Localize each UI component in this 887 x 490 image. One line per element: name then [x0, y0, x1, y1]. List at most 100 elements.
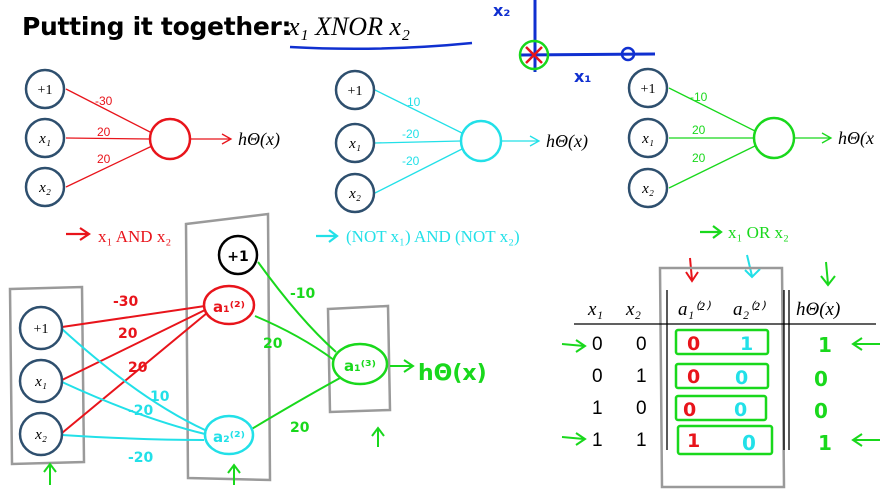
combined-x1-label: x₁: [34, 374, 47, 390]
or-output-node: [752, 116, 796, 160]
and-x1-node: [24, 117, 66, 159]
combined-network: +1 x₁ x₂ +1 a₁⁽²⁾ a₂⁽²⁾ a₁⁽³⁾ hΘ(x) -30 …: [8, 212, 487, 485]
combined-x1-node: [18, 358, 64, 404]
sketch-x-label: x₁: [574, 67, 591, 86]
nor-bias-node: [334, 69, 376, 111]
network-and: +1 x₁ x₂ -30 20 20 hΘ(x) x₁ AND x₂: [24, 68, 280, 246]
output-a3-label: a₁⁽³⁾: [344, 357, 376, 375]
table-row-3-x1: 1: [592, 398, 603, 419]
and-x2-label: x₂: [38, 180, 51, 196]
nor-output-label: hΘ(x): [546, 131, 588, 152]
table-row-2-h: 0: [814, 367, 828, 391]
table-row-4-h: 1: [818, 431, 832, 455]
table-row-4-x2: 1: [636, 430, 647, 451]
combined-x2-node: [18, 411, 64, 457]
table-row-3-a2: 0: [734, 399, 747, 421]
table-row-4-x1: 1: [592, 430, 603, 451]
and-x2-node: [24, 166, 66, 208]
or-weight-x1: 20: [692, 123, 706, 137]
and-output-label: hΘ(x): [238, 129, 280, 150]
combined-w-x2-a1: 20: [128, 360, 148, 376]
or-weight-x2: 20: [692, 151, 706, 165]
or-caption: x₁ OR x₂: [728, 223, 789, 242]
combined-output-label: hΘ(x): [418, 361, 487, 386]
combined-x2-label: x₂: [34, 427, 47, 443]
combined-w-x1-a2: -20: [128, 403, 154, 419]
nor-output-node: [459, 119, 503, 163]
table-row-2-x1: 0: [592, 366, 603, 387]
hidden-a2-label: a₂⁽²⁾: [213, 428, 245, 446]
and-output-node: [148, 117, 192, 161]
table-row-2-a2: 0: [735, 367, 748, 389]
combined-w-a1-out: 20: [263, 336, 283, 352]
nor-x1-node: [334, 122, 376, 164]
network-nor: +1 x₁ x₂ 10 -20 -20 hΘ(x) (NOT x₁) AND (…: [316, 69, 588, 246]
network-or: +1 x₁ x₂ -10 20 20 hΘ(x x₁ OR x₂: [627, 67, 874, 242]
and-x1-label: x₁: [38, 131, 51, 147]
combined-bias-node: [18, 305, 64, 351]
hidden-a1-node: [202, 284, 256, 326]
table-row-4-a2: 0: [742, 431, 756, 455]
truth-table: x₁ x₂ a₁⁽²⁾ a₂⁽²⁾ hΘ(x) 0 0 0 1 1 0 1 0 …: [561, 254, 880, 489]
combined-w-x2-a2: -20: [128, 450, 154, 466]
combined-w-bias-a2: 10: [150, 389, 170, 405]
title-formula: x₁ XNOR x₂: [288, 12, 411, 41]
and-weight-bias: -30: [95, 94, 113, 108]
nor-weight-bias: 10: [407, 95, 421, 109]
table-header-a1: a₁⁽²⁾: [678, 299, 711, 320]
or-x2-label: x₂: [641, 181, 654, 197]
table-header-h: hΘ(x): [796, 299, 840, 320]
nor-x2-label: x₂: [348, 186, 361, 202]
nor-weight-x1: -20: [402, 127, 420, 141]
table-row-1-a2: 1: [740, 333, 753, 355]
table-row-2-x2: 1: [636, 366, 647, 387]
row-1-left-arrow: [561, 339, 587, 353]
or-output-label: hΘ(x: [838, 128, 874, 149]
or-bias-label: +1: [641, 82, 656, 97]
row-4-left-arrow: [561, 432, 587, 446]
table-header-x2: x₂: [625, 299, 641, 320]
table-row-1-a1: 0: [687, 333, 700, 355]
sketch-y-label: x₂: [493, 1, 510, 20]
combined-w-x1-a1: 20: [118, 326, 138, 342]
output-a3-node: [331, 342, 389, 386]
combined-w-bias-a1: -30: [113, 294, 139, 310]
and-bias-label: +1: [38, 83, 53, 98]
combined-w-hbias-out: -10: [290, 286, 316, 302]
or-x2-node: [627, 167, 669, 209]
nor-x2-node: [334, 172, 376, 214]
hidden-a1-label: a₁⁽²⁾: [213, 298, 245, 316]
table-row-1-x2: 0: [636, 334, 647, 355]
hidden-layer-box: [184, 212, 272, 482]
and-bias-node: [24, 68, 66, 110]
table-row-1-h: 1: [818, 333, 832, 357]
table-row-4-a1: 1: [687, 430, 700, 452]
and-caption: x₁ AND x₂: [98, 227, 171, 246]
table-header-x1: x₁: [587, 299, 603, 320]
table-header-a2: a₂⁽²⁾: [733, 299, 766, 320]
or-weight-bias: -10: [690, 90, 708, 104]
input-layer-box: [8, 285, 86, 466]
table-row-1-x1: 0: [592, 334, 603, 355]
hidden-bias-node: [217, 234, 259, 276]
title-underline: [289, 41, 473, 51]
hidden-a2-node: [203, 414, 255, 456]
table-row-3-h: 0: [814, 399, 828, 423]
nor-caption: (NOT x₁) AND (NOT x₂): [346, 227, 520, 246]
nor-bias-label: +1: [348, 84, 363, 99]
hidden-bias-label: +1: [227, 249, 248, 265]
xnor-sketch: x₂ x₁: [493, 0, 656, 86]
table-row-3-a1: 0: [683, 399, 696, 421]
or-bias-node: [627, 67, 669, 109]
and-weight-x2: 20: [97, 152, 111, 166]
nor-x1-label: x₁: [348, 136, 361, 152]
row-4-right-arrow: [851, 433, 880, 447]
or-x1-node: [627, 117, 669, 159]
nor-weight-x2: -20: [402, 154, 420, 168]
combined-bias-label: +1: [34, 322, 49, 337]
combined-w-a2-out: 20: [290, 420, 310, 436]
output-layer-box: [326, 304, 392, 414]
page-title: Putting it together:: [22, 12, 292, 41]
table-row-3-x2: 0: [636, 398, 647, 419]
